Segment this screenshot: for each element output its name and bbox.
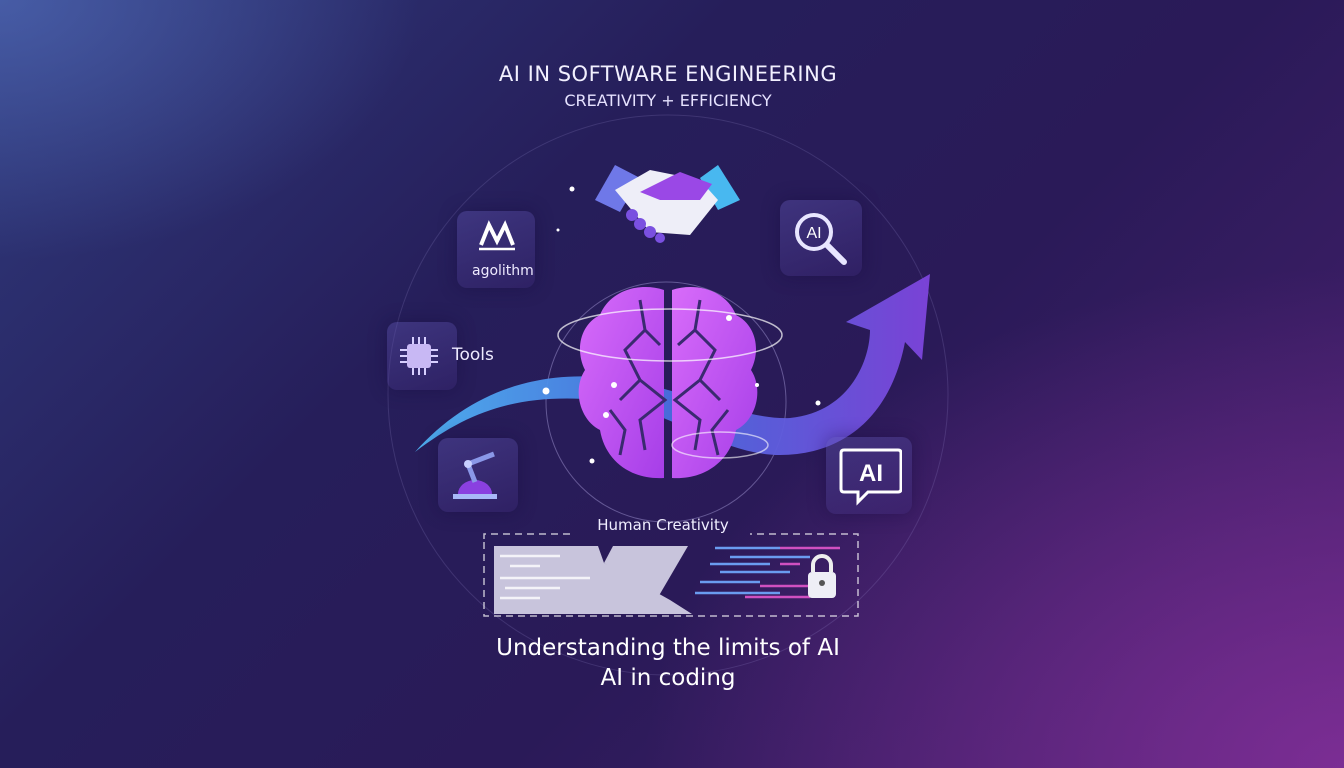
algorithm-icon (479, 220, 515, 251)
human-creativity-label: Human Creativity (597, 516, 729, 534)
footer-line-2: AI in coding (600, 665, 736, 691)
tools-tile[interactable] (387, 322, 457, 390)
tools-label: Tools (452, 345, 494, 365)
svg-text:AI: AI (859, 460, 883, 487)
ai-search-tile[interactable]: AI (780, 200, 862, 276)
handshake-icon (595, 165, 740, 243)
code-panel (483, 533, 859, 617)
algorithm-tile[interactable]: agolithm (457, 211, 535, 288)
orbit-ring (557, 308, 783, 362)
robot-arm-tile[interactable] (438, 438, 518, 512)
algorithm-label: agolithm (472, 263, 534, 279)
svg-text:AI: AI (806, 225, 821, 242)
footer-line-1: Understanding the limits of AI (496, 635, 840, 661)
robot-arm-icon (453, 451, 497, 499)
sparkle-dots (542, 186, 821, 464)
ai-chat-tile[interactable]: AI (826, 437, 912, 514)
inner-ring (545, 281, 787, 523)
brain-icon (578, 287, 758, 479)
ai-search-icon: AI (795, 213, 847, 265)
page-subtitle: CREATIVITY + EFFICIENCY (564, 91, 772, 110)
ai-chat-icon: AI (839, 448, 902, 506)
chip-icon (400, 337, 438, 375)
outer-ring (387, 114, 949, 676)
lock-icon (808, 554, 836, 598)
orbit-ring (671, 431, 769, 459)
page-title: AI IN SOFTWARE ENGINEERING (498, 62, 838, 86)
